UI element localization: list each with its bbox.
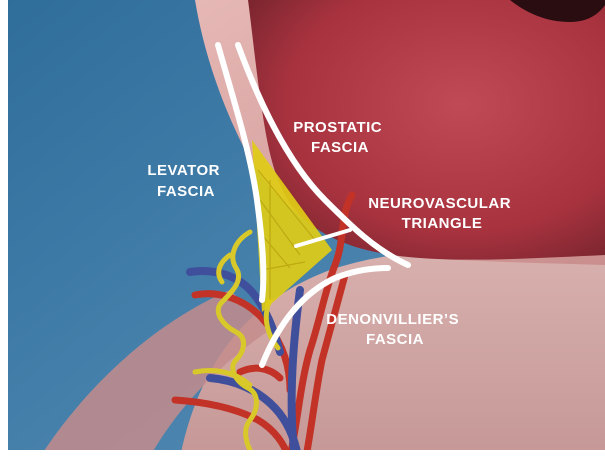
levator-label-line2: FASCIA [157,183,215,200]
neurovascular-label-line1: NEUROVASCULAR [368,195,511,212]
prostatic-label-line1: PROSTATIC [293,119,382,136]
prostatic-label-line2: FASCIA [311,139,369,156]
bottom-frame [0,450,605,457]
denonvillier-label-line2: FASCIA [366,331,424,348]
left-frame [0,0,8,457]
denonvillier-label-line1: DENONVILLIER’S [326,311,459,328]
neurovascular-label-line2: TRIANGLE [402,215,483,232]
levator-label-line1: LEVATOR [147,162,220,179]
